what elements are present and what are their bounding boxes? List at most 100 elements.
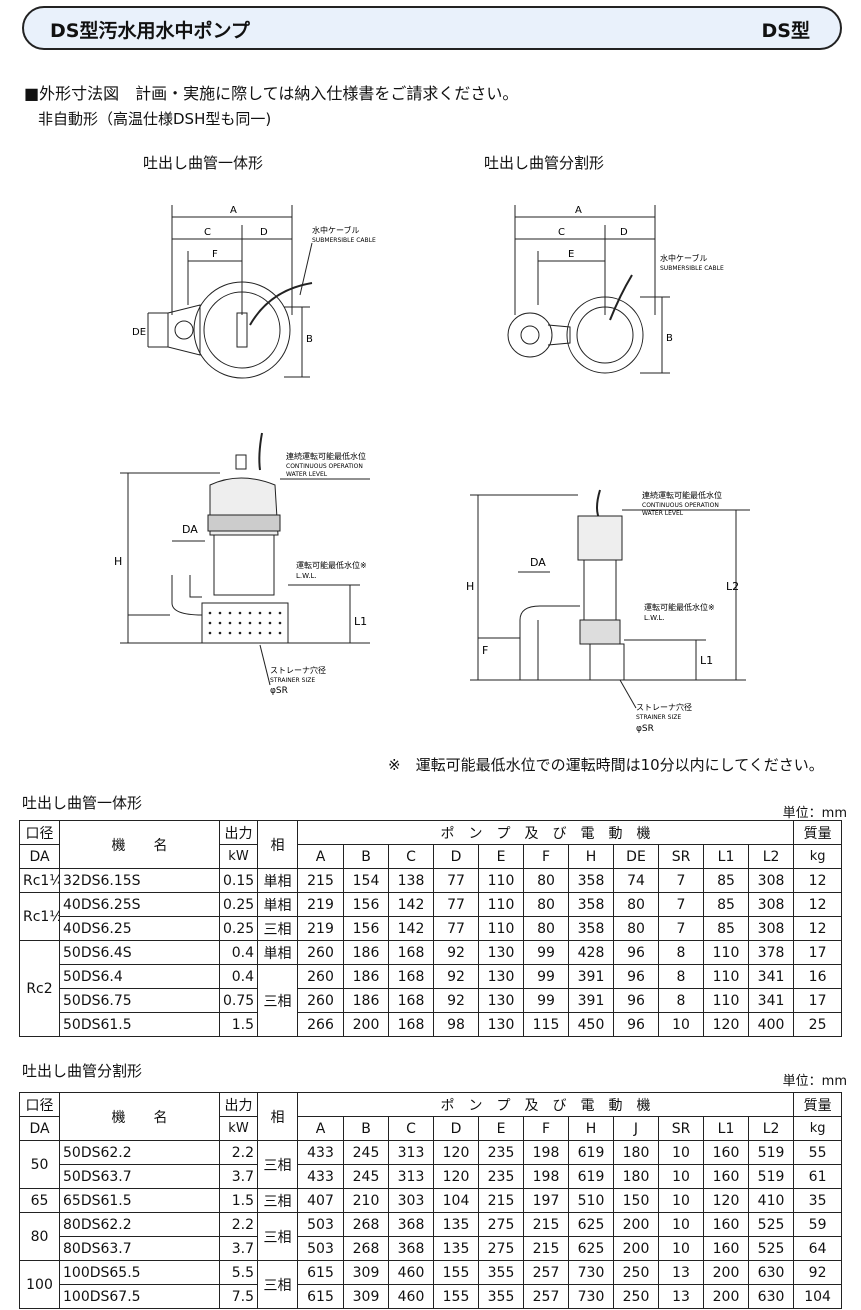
cell-value: 200: [703, 1284, 749, 1309]
cell-value: 110: [478, 916, 524, 941]
cont-level-jp-2: 連続運転可能最低水位: [642, 490, 722, 500]
cell-model: 50DS6.4S: [59, 940, 220, 965]
cell-value: 250: [613, 1260, 659, 1285]
cell-value: 625: [568, 1236, 614, 1261]
header-da: DA: [19, 1116, 60, 1141]
col-E: E: [478, 844, 524, 869]
spec-table-integrated: 口径 機 名 出力 相 ポ ン プ 及 び 電 動 機 質量 DA kW A B…: [19, 820, 843, 1037]
cell-value: 200: [703, 1260, 749, 1285]
col-D: D: [433, 1116, 479, 1141]
cell-kg: 64: [793, 1236, 843, 1261]
cell-value: 120: [433, 1164, 479, 1189]
cell-kg: 17: [793, 940, 843, 965]
cell-kw: 1.5: [219, 1012, 258, 1037]
cell-kg: 17: [793, 988, 843, 1013]
col-B: B: [343, 1116, 389, 1141]
cell-kw: 2.2: [219, 1140, 258, 1165]
lwl-label: L.W.L.: [296, 572, 317, 580]
cell-phase: 単相: [257, 940, 298, 965]
cell-value: 160: [703, 1140, 749, 1165]
cell-kw: 3.7: [219, 1236, 258, 1261]
cell-model: 50DS6.4: [59, 964, 220, 989]
cell-phase: 三相: [257, 1260, 298, 1309]
strainer-jp: ストレーナ穴径: [270, 665, 326, 675]
cell-value: 200: [343, 1012, 389, 1037]
cell-value: 341: [747, 964, 795, 989]
lowest-level-jp-2: 運転可能最低水位※: [644, 602, 715, 612]
cell-value: 355: [478, 1284, 524, 1309]
cell-value: 235: [478, 1140, 524, 1165]
cell-value: 391: [568, 964, 614, 989]
cell-value: 355: [478, 1260, 524, 1285]
cable-en-label-2: SUBMERSIBLE CABLE: [660, 265, 724, 272]
cell-model: 100DS67.5: [59, 1284, 220, 1309]
cell-value: 730: [568, 1284, 614, 1309]
cell-value: 215: [523, 1236, 569, 1261]
cell-value: 460: [388, 1260, 434, 1285]
cell-value: 250: [613, 1284, 659, 1309]
dim-A-label: A: [230, 205, 237, 216]
cell-phase: 三相: [257, 916, 298, 941]
cell-value: 92: [433, 964, 479, 989]
cell-value: 368: [388, 1236, 434, 1261]
cell-value: 74: [613, 868, 659, 893]
type-code: DS型: [761, 20, 810, 42]
header-phase: 相: [257, 820, 298, 869]
cell-value: 215: [523, 1212, 569, 1237]
header-kw: kW: [219, 1116, 258, 1141]
cell-phase: 三相: [257, 964, 298, 1037]
cell-value: 257: [523, 1284, 569, 1309]
cell-kw: 0.15: [219, 868, 258, 893]
cell-kg: 59: [793, 1212, 843, 1237]
cell-value: 77: [433, 916, 479, 941]
cell-value: 77: [433, 868, 479, 893]
col-C: C: [388, 844, 434, 869]
cell-kg: 12: [793, 868, 843, 893]
cell-value: 10: [658, 1236, 704, 1261]
cell-value: 7: [658, 916, 704, 941]
table1-title: 吐出し曲管一体形: [22, 794, 143, 812]
cell-value: 268: [343, 1212, 389, 1237]
page-title: DS型汚水用水中ポンプ: [50, 20, 250, 42]
cell-value: 96: [613, 940, 659, 965]
cell-kw: 7.5: [219, 1284, 258, 1309]
cell-phase: 三相: [257, 1188, 298, 1213]
cell-phase: 単相: [257, 892, 298, 917]
cell-kw: 0.25: [219, 892, 258, 917]
dim-D-label: D: [260, 227, 268, 238]
cell-da: 65: [19, 1188, 60, 1213]
cell-value: 7: [658, 892, 704, 917]
cell-value: 168: [388, 940, 434, 965]
cell-model: 40DS6.25: [59, 916, 220, 941]
cable-jp-label-2: 水中ケーブル: [660, 253, 708, 263]
cell-value: 245: [343, 1164, 389, 1189]
cell-phase: 三相: [257, 1212, 298, 1261]
cell-value: 120: [703, 1188, 749, 1213]
strainer-jp-2: ストレーナ穴径: [636, 702, 692, 712]
cell-value: 450: [568, 1012, 614, 1037]
header-kg: kg: [793, 844, 843, 869]
intro-line-2: 非自動形（高温仕様DSH型も同一): [38, 110, 272, 128]
cell-value: 180: [613, 1140, 659, 1165]
col-B: B: [343, 844, 389, 869]
cell-value: 428: [568, 940, 614, 965]
cell-value: 215: [297, 868, 344, 893]
dim-DA-label-2: DA: [530, 556, 546, 569]
header-da: DA: [19, 844, 60, 869]
cell-value: 96: [613, 1012, 659, 1037]
cell-value: 10: [658, 1212, 704, 1237]
header-dia: 口径: [19, 820, 60, 845]
cell-value: 7: [658, 868, 704, 893]
cell-value: 130: [478, 1012, 524, 1037]
cell-model: 50DS63.7: [59, 1164, 220, 1189]
cell-da: 80: [19, 1212, 60, 1261]
col-A: A: [297, 844, 344, 869]
cell-value: 98: [433, 1012, 479, 1037]
cell-value: 619: [568, 1164, 614, 1189]
cell-value: 130: [478, 940, 524, 965]
